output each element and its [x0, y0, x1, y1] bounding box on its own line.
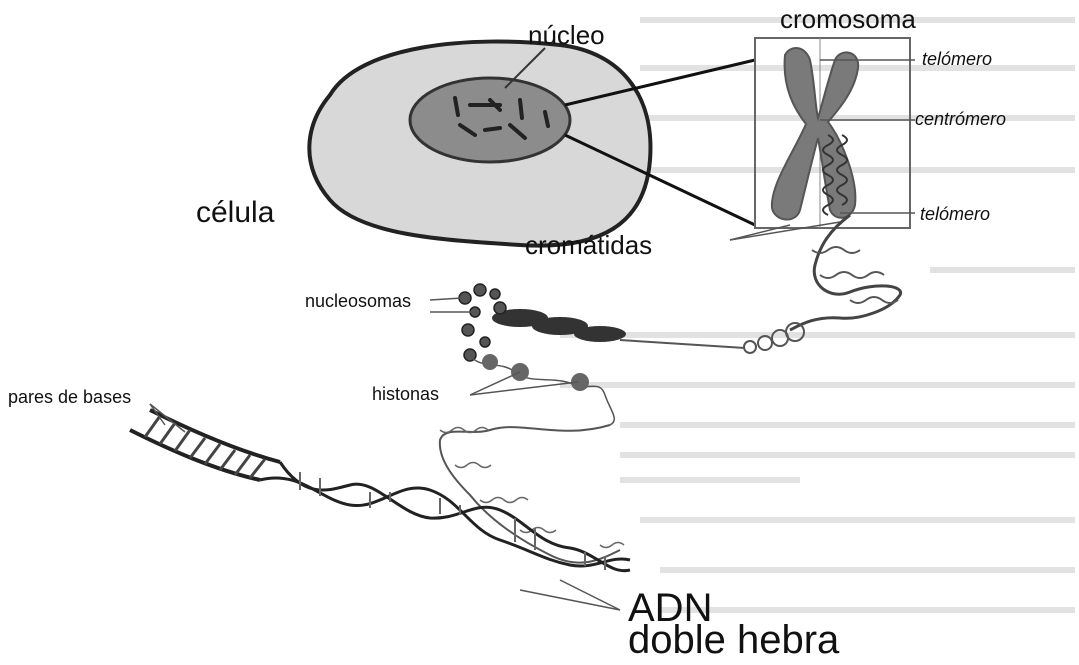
nucleosomas-leader	[430, 298, 462, 300]
dna-string	[440, 425, 620, 563]
celula-label: célula	[196, 198, 274, 228]
nucleosome-fiber	[492, 309, 626, 342]
doble-hebra-label: doble hebra	[628, 620, 839, 660]
cromosoma-label: cromosoma	[780, 6, 916, 32]
dna-ladder	[130, 410, 280, 480]
nucleosomas-label: nucleosomas	[305, 292, 411, 310]
telomero-bottom-label: telómero	[920, 205, 990, 223]
centromero-label: centrómero	[915, 110, 1006, 128]
beads-on-string	[470, 354, 614, 425]
pares-de-bases-label: pares de bases	[8, 388, 131, 406]
adn-leader	[520, 590, 620, 610]
cromatidas-leader-2	[730, 222, 840, 240]
cromatidas-label: cromátidas	[525, 232, 652, 258]
nucleo-label: núcleo	[528, 22, 605, 48]
chromosome	[772, 48, 858, 220]
dna-helix	[260, 462, 630, 571]
histonas-label: histonas	[372, 385, 439, 403]
fiber-coils	[812, 247, 898, 303]
telomero-top-label: telómero	[922, 50, 992, 68]
